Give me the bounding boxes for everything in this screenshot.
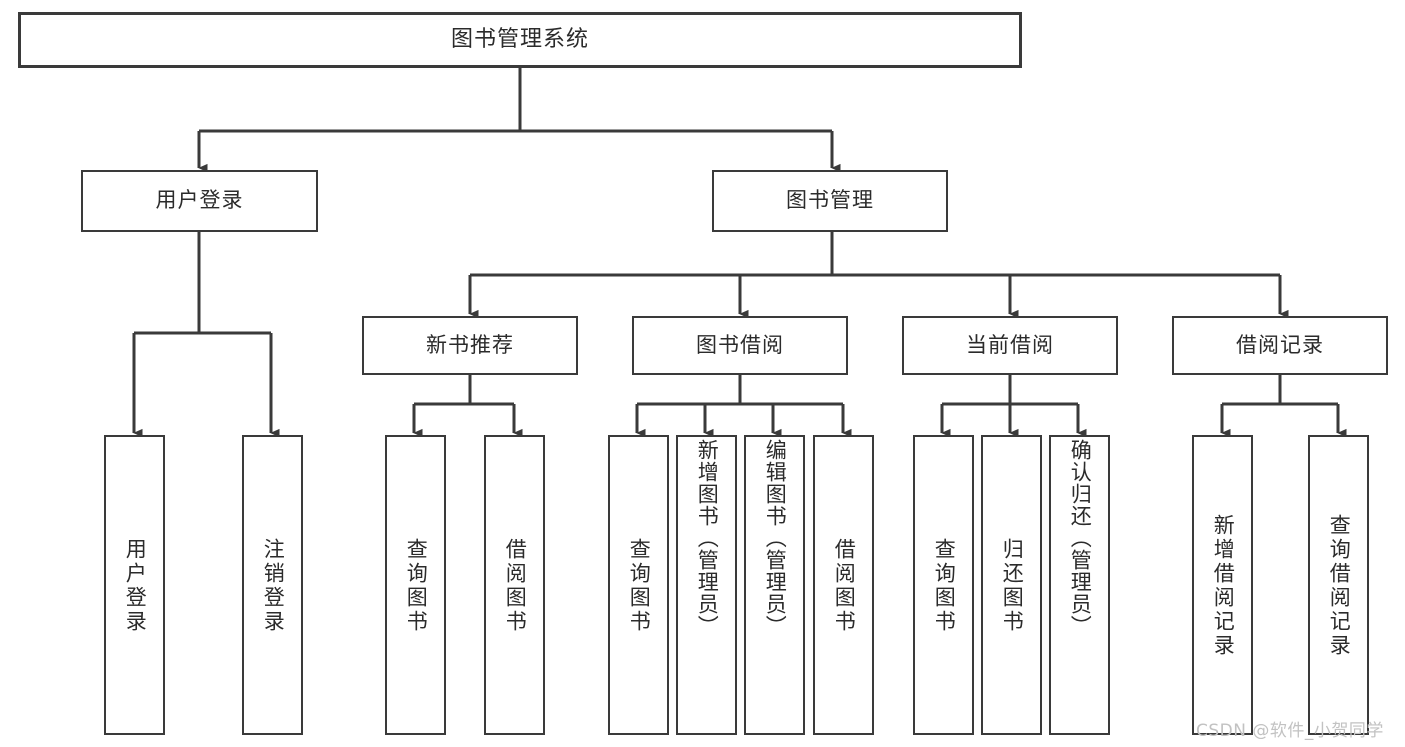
node-label: 查询图书	[627, 538, 652, 634]
node-label: 图书管理	[786, 188, 874, 213]
leaf-node-user-login[interactable]: 用户登录	[104, 435, 165, 735]
node-current-borrow[interactable]: 当前借阅	[902, 316, 1118, 375]
node-label: 用户登录	[155, 188, 244, 213]
leaf-node-query-borrow-record[interactable]: 查询借阅记录	[1308, 435, 1369, 735]
node-label: 图书借阅	[696, 332, 784, 357]
node-user-login[interactable]: 用户登录	[81, 170, 318, 232]
leaf-node-borrow-book-recommend[interactable]: 借阅图书	[484, 435, 545, 735]
leaf-node-confirm-return[interactable]: 确认归还（管理员）	[1049, 435, 1110, 735]
node-borrow-record[interactable]: 借阅记录	[1172, 316, 1388, 375]
leaf-node-query-book-current[interactable]: 查询图书	[913, 435, 974, 735]
node-label: 新增图书（管理员）	[695, 439, 720, 637]
node-label: 确认归还（管理员）	[1068, 439, 1093, 637]
node-label: 借阅图书	[832, 538, 857, 634]
node-label: 用户登录	[123, 538, 148, 634]
node-label: 借阅记录	[1236, 332, 1324, 357]
node-label: 查询图书	[932, 538, 957, 634]
node-label: 新增借阅记录	[1211, 514, 1236, 658]
leaf-node-return-book[interactable]: 归还图书	[981, 435, 1042, 735]
node-new-book-recommend[interactable]: 新书推荐	[362, 316, 578, 375]
node-label: 注销登录	[261, 538, 286, 634]
node-label: 归还图书	[1000, 538, 1025, 634]
leaf-node-query-book-borrow[interactable]: 查询图书	[608, 435, 669, 735]
leaf-node-add-borrow-record[interactable]: 新增借阅记录	[1192, 435, 1253, 735]
leaf-node-borrow-book[interactable]: 借阅图书	[813, 435, 874, 735]
leaf-node-query-book-recommend[interactable]: 查询图书	[385, 435, 446, 735]
node-label: 新书推荐	[426, 332, 514, 357]
watermark-text: CSDN @软件_小贺同学	[1196, 721, 1384, 741]
node-label: 编辑图书（管理员）	[763, 439, 788, 637]
node-label: 查询借阅记录	[1327, 514, 1352, 658]
leaf-node-edit-book[interactable]: 编辑图书（管理员）	[744, 435, 805, 735]
node-label: 图书管理系统	[450, 26, 589, 52]
node-label: 借阅图书	[503, 538, 528, 634]
leaf-node-add-book[interactable]: 新增图书（管理员）	[676, 435, 737, 735]
csdn-watermark: CSDN @软件_小贺同学	[1196, 716, 1384, 741]
node-book-borrow[interactable]: 图书借阅	[632, 316, 848, 375]
node-label: 查询图书	[404, 538, 429, 634]
leaf-node-logout[interactable]: 注销登录	[242, 435, 303, 735]
node-label: 当前借阅	[966, 332, 1054, 357]
node-root-system[interactable]: 图书管理系统	[18, 12, 1022, 68]
node-book-manage[interactable]: 图书管理	[712, 170, 948, 232]
